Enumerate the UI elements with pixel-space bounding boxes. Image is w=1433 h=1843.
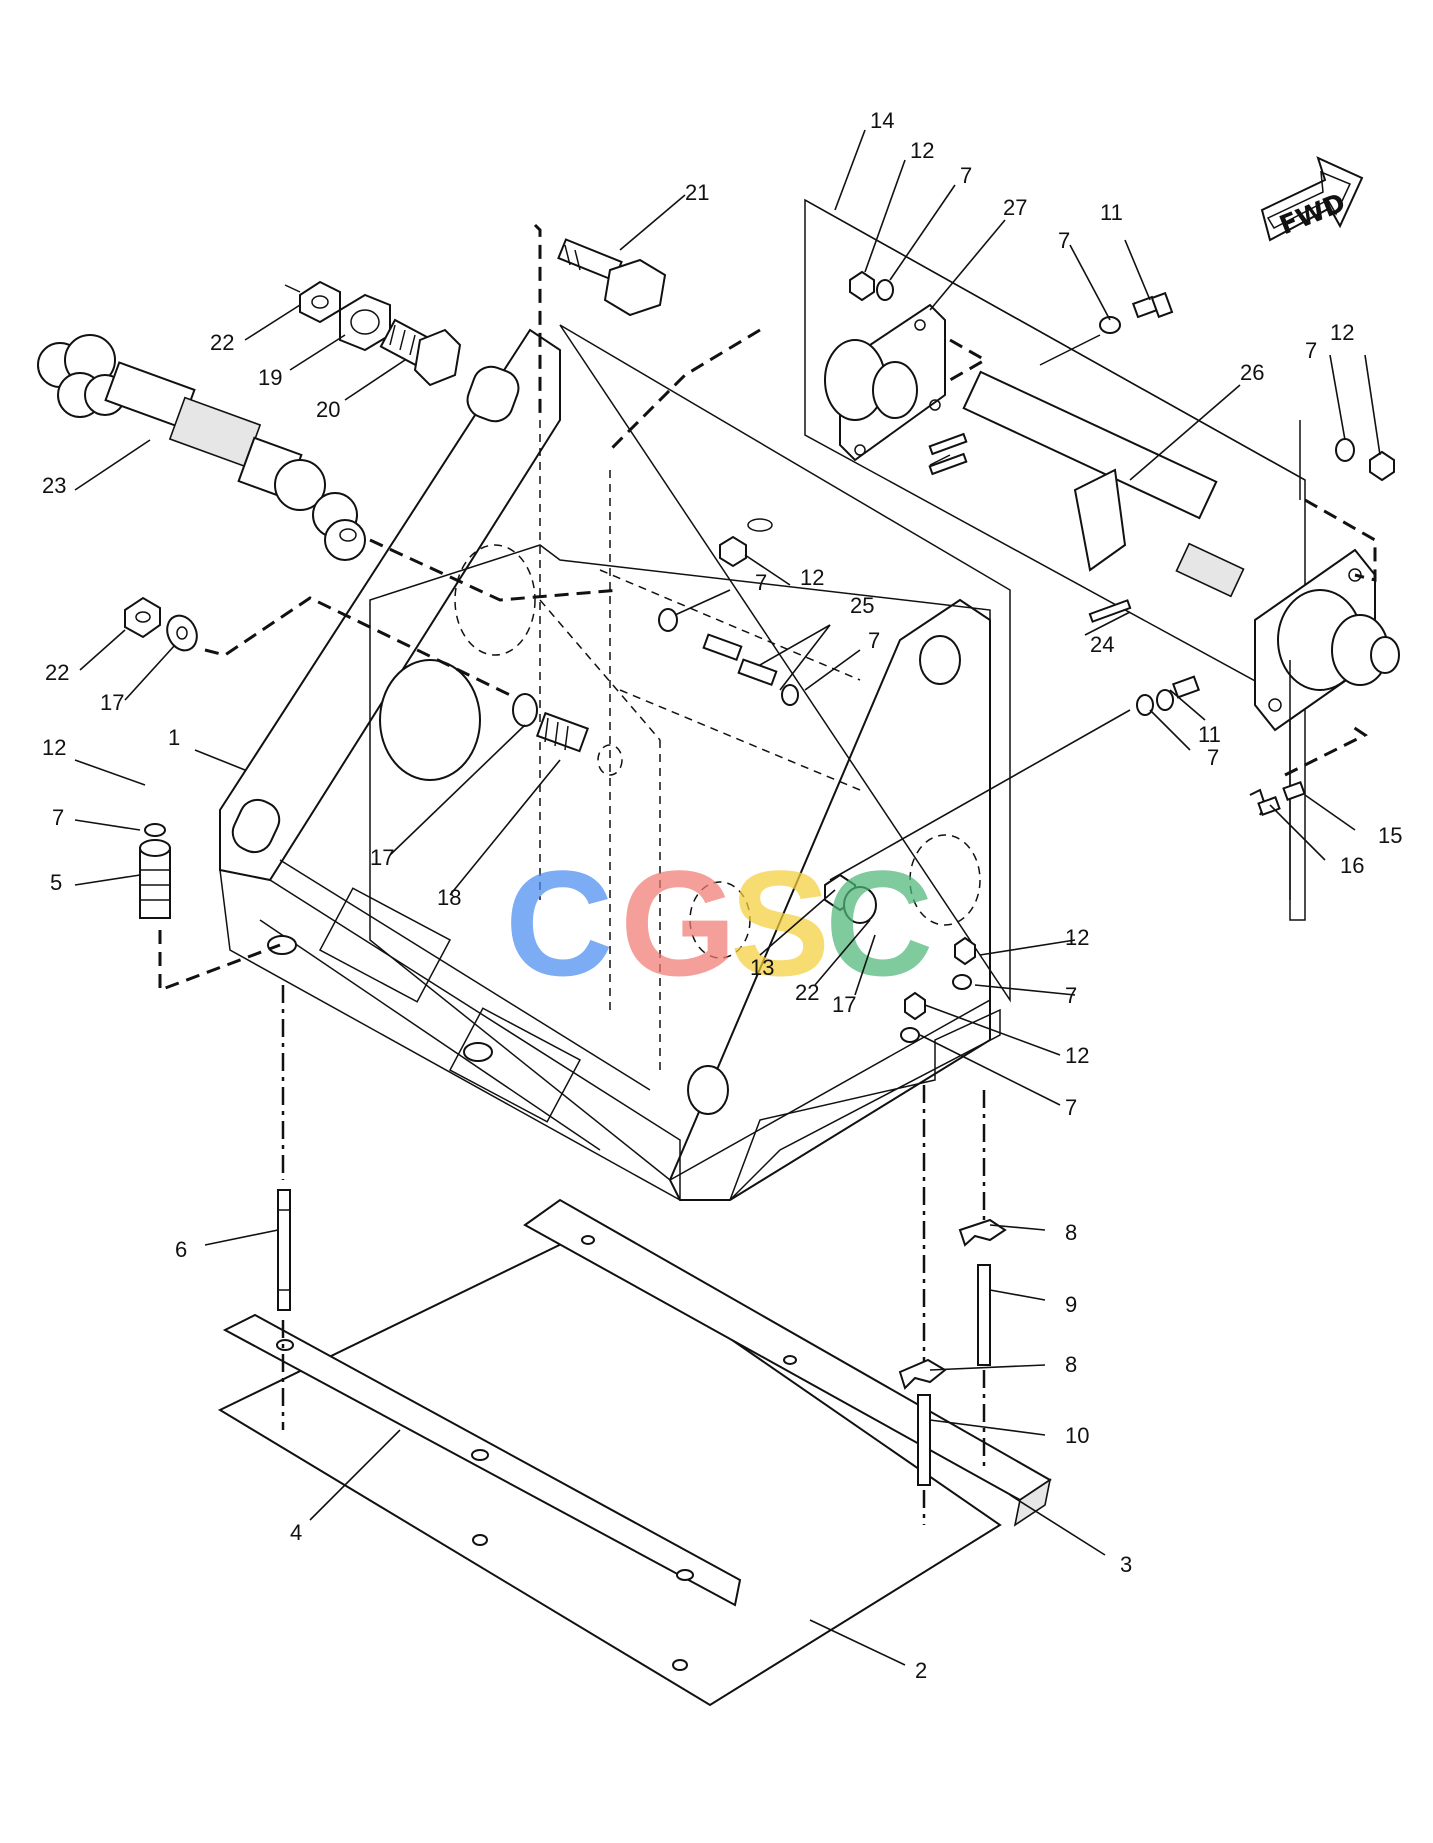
callout-12b: 12 <box>1330 320 1354 345</box>
callout-7f: 7 <box>868 628 880 653</box>
callout-16: 16 <box>1340 853 1364 878</box>
callout-4: 4 <box>290 1520 302 1545</box>
callout-19: 19 <box>258 365 282 390</box>
callout-12e: 12 <box>1065 925 1089 950</box>
nut-22-top <box>284 280 341 324</box>
nut-22-center <box>824 873 877 924</box>
fitting-5 <box>139 823 281 993</box>
base-plate <box>217 1233 1002 1707</box>
callout-6: 6 <box>175 1237 187 1262</box>
watermark: C G S C <box>505 839 933 1007</box>
leader-lines <box>74 129 1381 1666</box>
callout-11b: 11 <box>1198 722 1221 747</box>
pins-25 <box>702 633 799 706</box>
callout-25: 25 <box>850 593 874 618</box>
stud-10 <box>917 1085 931 1525</box>
nut-12-right <box>1369 450 1395 482</box>
callout-7b: 7 <box>1058 228 1070 253</box>
callout-7a: 7 <box>960 163 972 188</box>
stud-6 <box>277 985 291 1430</box>
fittings-15-16 <box>1249 723 1368 816</box>
shaft-26 <box>929 370 1245 598</box>
nut-12-washer-7-lower-right <box>900 936 976 1043</box>
bolt-21 <box>533 223 667 420</box>
forward-direction-arrow: FWD <box>1260 156 1364 242</box>
callout-15: 15 <box>1378 823 1402 848</box>
callout-12f: 12 <box>1065 1043 1089 1068</box>
callout-20: 20 <box>316 397 340 422</box>
callout-22c: 22 <box>795 980 819 1005</box>
clip-8-upper <box>958 1218 1007 1247</box>
spring-18 <box>535 711 623 776</box>
callout-7e: 7 <box>755 570 767 595</box>
callout-13: 13 <box>750 955 774 980</box>
callout-7d: 7 <box>52 805 64 830</box>
callout-7h: 7 <box>1065 983 1077 1008</box>
nut-22-left <box>124 596 161 639</box>
drive-shaft-23 <box>37 334 621 602</box>
clip-8-lower <box>898 1358 947 1390</box>
callout-labels: 14 12 7 27 11 7 21 7 12 26 22 19 20 23 2… <box>42 108 1402 1683</box>
callout-3: 3 <box>1120 1552 1132 1577</box>
callout-17c: 17 <box>832 992 856 1017</box>
washer-7-right <box>1335 438 1355 462</box>
washer-7-center <box>658 608 678 632</box>
washer-7-top <box>1039 316 1121 366</box>
callout-17b: 17 <box>370 845 394 870</box>
callout-24: 24 <box>1090 632 1114 657</box>
nut-12-upper <box>849 270 875 302</box>
bolt-11-lower <box>829 675 1201 881</box>
left-wear-strip <box>222 1313 742 1607</box>
nut-12-center <box>719 518 773 568</box>
callout-17a: 17 <box>100 690 124 715</box>
callout-5: 5 <box>50 870 62 895</box>
watermark-letter-s: S <box>730 839 830 1007</box>
bracket-plate-14 <box>804 198 1306 921</box>
callout-21: 21 <box>685 180 709 205</box>
callout-18: 18 <box>437 885 461 910</box>
callout-12d: 12 <box>800 565 824 590</box>
callout-11a: 11 <box>1100 200 1123 225</box>
washer-7-upper <box>876 279 894 301</box>
callout-8a: 8 <box>1065 1220 1077 1245</box>
callout-2: 2 <box>915 1658 927 1683</box>
locknut-19 <box>339 293 391 352</box>
callout-12a: 12 <box>910 138 934 163</box>
watermark-letter-c2: C <box>825 839 933 1007</box>
callout-7c: 7 <box>1305 338 1317 363</box>
bearing-lower <box>1254 548 1400 732</box>
key-24 <box>928 432 1132 623</box>
callout-8b: 8 <box>1065 1352 1077 1377</box>
stud-9 <box>977 1090 991 1470</box>
callout-7i: 7 <box>1065 1095 1077 1120</box>
bolt-11-top <box>1131 291 1174 319</box>
callout-23: 23 <box>42 473 66 498</box>
callout-22b: 22 <box>45 660 69 685</box>
washer-17-left <box>166 596 511 697</box>
callout-26: 26 <box>1240 360 1264 385</box>
callout-27: 27 <box>1003 195 1027 220</box>
callout-9: 9 <box>1065 1292 1077 1317</box>
bracket-lower <box>1289 420 1377 900</box>
watermark-letter-c1: C <box>505 839 613 1007</box>
watermark-letter-g: G <box>620 839 737 1007</box>
callout-10: 10 <box>1065 1423 1089 1448</box>
callout-7g: 7 <box>1207 745 1219 770</box>
washer-17-center <box>512 693 538 727</box>
bulkhead-fitting-20 <box>379 318 462 387</box>
callout-22a: 22 <box>210 330 234 355</box>
main-frame <box>219 324 1011 1202</box>
callout-14: 14 <box>870 108 894 133</box>
callout-12c: 12 <box>42 735 66 760</box>
bearing-27-upper <box>608 303 989 462</box>
callout-1: 1 <box>168 725 180 750</box>
